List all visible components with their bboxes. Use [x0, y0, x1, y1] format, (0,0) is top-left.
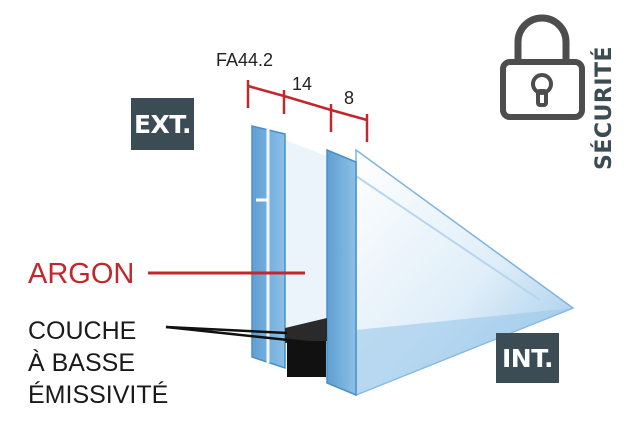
inner-pane-dimension: 8 — [344, 88, 355, 108]
coating-label-line-3: ÉMISSIVITÉ — [28, 381, 169, 409]
interior-badge: INT. — [496, 333, 559, 383]
argon-cavity — [285, 140, 327, 380]
spacer-bar — [287, 341, 326, 377]
low-e-coating — [285, 318, 327, 343]
security-label-text: SÉCURITÉ — [592, 45, 617, 170]
glass-bevel-line — [355, 175, 541, 301]
padlock-icon — [500, 14, 585, 120]
glass-lower-edge — [356, 308, 573, 395]
dimension-marker — [246, 80, 369, 142]
coating-label-line-2: À BASSE — [28, 349, 135, 377]
outer-pane-dimension: FA44.2 — [216, 50, 274, 70]
inner-pane — [326, 148, 357, 397]
argon-label: ARGON — [28, 258, 135, 290]
low-e-coating-label: COUCHE À BASSE ÉMISSIVITÉ — [28, 315, 168, 411]
gap-dimension: 14 — [292, 74, 313, 94]
exterior-badge: EXT. — [131, 98, 194, 150]
coating-label-line-1: COUCHE — [28, 317, 137, 345]
coating-leader-2 — [165, 325, 327, 346]
